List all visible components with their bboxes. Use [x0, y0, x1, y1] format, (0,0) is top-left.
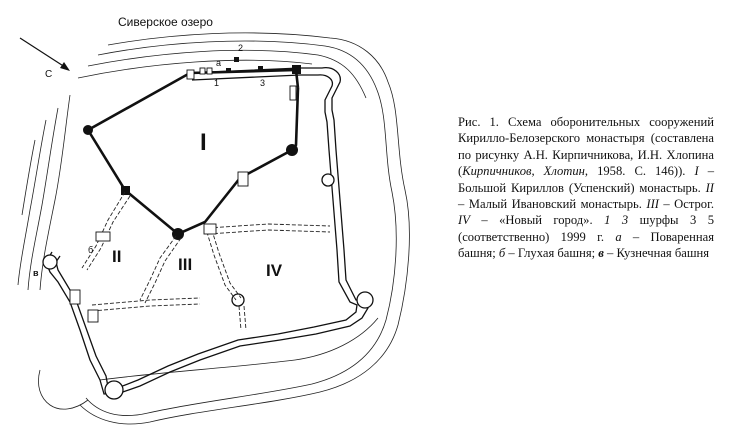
key-tower-a-text: – Поваренная башня; [458, 229, 714, 261]
zone-label-1: I [200, 129, 207, 156]
key-zone-1-text: – Большой Кириллов (Успенский) монастырь… [458, 164, 714, 195]
caption-title: Схема оборонительных сооружений Кирилло-… [458, 115, 714, 179]
pit-number-1: 1 [214, 78, 219, 88]
tower-label-a: а [216, 58, 221, 68]
key-zone-3-text: – Острог. [658, 197, 714, 212]
buildings [69, 67, 297, 323]
outer-wall [42, 67, 374, 400]
north-arrow-label: С [45, 69, 52, 80]
key-zone-4-text: – «Новый город». [469, 213, 605, 228]
lake-label: Сиверское озеро [118, 15, 213, 29]
key-zone-2-text: – Малый Ивановский монастырь. [458, 197, 647, 212]
key-pits: 1 3 [604, 213, 629, 228]
pit-number-2: 2 [238, 43, 243, 53]
key-zone-3: III [646, 197, 659, 212]
key-zone-2: II [705, 180, 714, 195]
citation-authors: Кирпичников, Хлотин [462, 164, 585, 179]
figure-caption: Рис. 1. Схема оборонительных сооружений … [458, 114, 714, 262]
citation-rest: , 1958. С. 146)). [584, 164, 695, 179]
corner-towers [83, 65, 301, 240]
key-pits-text: шурфы 3 5 (соответственно) 1999 г. [458, 213, 714, 244]
terrain-contours [17, 32, 410, 425]
key-tower-b-text: – Глухая башня; [505, 246, 599, 261]
north-arrow-icon [19, 37, 70, 71]
key-zone-4: IV [458, 213, 470, 228]
key-tower-a: а [615, 229, 622, 244]
key-zone-1: I [694, 164, 699, 179]
key-tower-v-text: – Кузнечная башня [603, 246, 710, 261]
excavation-pits [226, 57, 263, 73]
key-tower-b: б [498, 246, 506, 261]
figure-ref: Рис. 1. [458, 115, 499, 129]
zone-label-4: IV [266, 261, 283, 280]
zone-label-2: II [112, 247, 121, 266]
zone-label-3: III [178, 255, 192, 274]
tower-label-b: б [88, 245, 93, 255]
inner-walls [81, 191, 331, 331]
key-tower-v: в [598, 246, 604, 261]
main-monastery-walls [86, 68, 300, 236]
fortification-map: Сиверское озеро С [17, 15, 410, 425]
tower-label-v: в [33, 268, 39, 278]
pit-number-3: 3 [260, 78, 265, 88]
